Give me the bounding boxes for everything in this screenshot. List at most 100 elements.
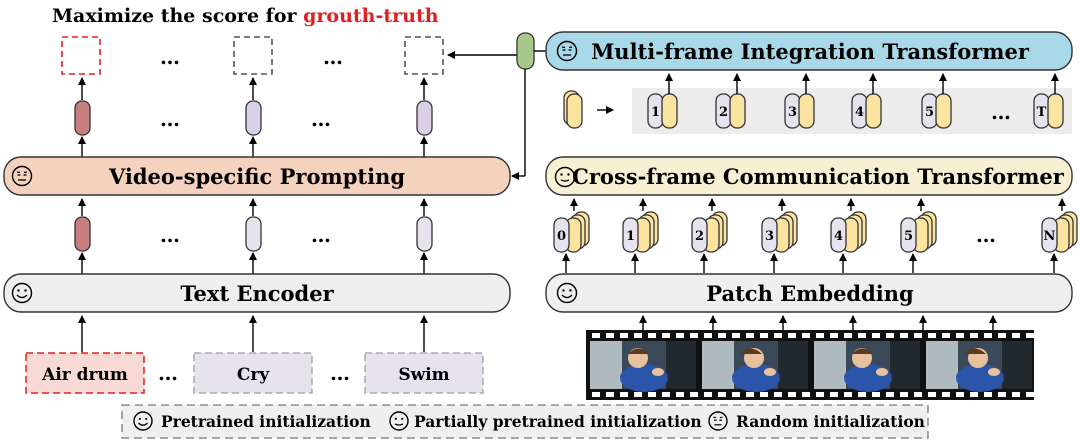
- half-smile-face-icon: [554, 166, 576, 188]
- patch-token-stack: 5: [900, 211, 937, 253]
- frame-token-label: T: [1037, 105, 1047, 120]
- video-frame: [702, 341, 808, 392]
- film-hole: [844, 333, 852, 338]
- film-hole: [746, 392, 754, 397]
- smile-face-icon: [556, 282, 578, 304]
- film-hole: [788, 333, 796, 338]
- smile-face-icon: [11, 282, 33, 304]
- ellipsis: …: [330, 361, 350, 385]
- film-hole: [760, 392, 768, 397]
- ellipsis: …: [323, 45, 343, 69]
- patch-token-label: N: [1044, 229, 1056, 244]
- film-hole: [592, 392, 600, 397]
- ellipsis: …: [311, 223, 331, 247]
- film-hole: [802, 333, 810, 338]
- film-hole: [662, 333, 670, 338]
- patch-token-label: 2: [695, 229, 704, 244]
- film-arrows: [639, 315, 997, 330]
- video-specific-prompting-block: Video-specific Prompting: [3, 156, 511, 196]
- film-hole: [984, 392, 992, 397]
- diagram-title: Maximize the score for grouth-truth: [52, 5, 439, 27]
- patch-index-token: [553, 217, 570, 253]
- film-hole: [634, 333, 642, 338]
- film-hole: [732, 333, 740, 338]
- video-frame: [926, 341, 1032, 392]
- multi-frame-integration-transformer-label: Multi-frame Integration Transformer: [591, 39, 1030, 64]
- frame-token: [798, 93, 815, 129]
- patch-token-stack: 2: [691, 211, 728, 253]
- film-hole: [816, 333, 824, 338]
- film-hole: [760, 333, 768, 338]
- film-hole: [676, 392, 684, 397]
- ellipsis: …: [976, 223, 996, 247]
- film-hole: [704, 392, 712, 397]
- frame-token-label: 5: [925, 105, 934, 120]
- film-hole: [662, 392, 670, 397]
- film-hole: [886, 392, 894, 397]
- ellipsis: …: [160, 45, 180, 69]
- film-hole: [886, 333, 894, 338]
- legend-random: Random initialization: [736, 412, 925, 431]
- label-box-cry: Cry: [193, 352, 313, 394]
- text-token-air-drum: [74, 216, 91, 252]
- ellipsis: …: [160, 223, 180, 247]
- film-hole: [1026, 333, 1034, 338]
- legend-partial: Partially pretrained initialization: [414, 412, 702, 431]
- film-hole: [914, 392, 922, 397]
- label-text: Swim: [398, 365, 449, 385]
- neutral-face-icon: [556, 40, 578, 62]
- patch-token-stack: 1: [622, 211, 659, 253]
- patch-embedding-label: Patch Embedding: [706, 281, 914, 306]
- label-box-swim: Swim: [364, 352, 484, 394]
- film-hole: [676, 333, 684, 338]
- patch-token-label: 1: [626, 229, 635, 244]
- text-token-swim: [416, 216, 433, 252]
- label-text: Air drum: [41, 365, 128, 385]
- video-film-strip: [586, 330, 1034, 400]
- film-hole: [690, 392, 698, 397]
- score-box-groundtruth: [61, 36, 101, 75]
- film-hole: [872, 392, 880, 397]
- film-hole: [788, 392, 796, 397]
- film-hole: [816, 392, 824, 397]
- film-hole: [592, 333, 600, 338]
- film-hole: [648, 392, 656, 397]
- ellipsis: …: [311, 107, 331, 131]
- frame-token-label: 1: [651, 105, 660, 120]
- smile-face-icon: [133, 411, 153, 431]
- frame-token-pair: 1: [647, 93, 678, 129]
- patch-token-label: 0: [557, 229, 566, 244]
- patch-token-label: 3: [765, 229, 774, 244]
- film-hole: [634, 392, 642, 397]
- film-hole: [648, 333, 656, 338]
- frame-token-pair: 5: [921, 93, 952, 129]
- frame-token-label: 4: [855, 105, 864, 120]
- film-hole: [774, 392, 782, 397]
- film-hole: [774, 333, 782, 338]
- film-hole: [928, 333, 936, 338]
- frame-token: [729, 93, 746, 129]
- patch-index-token: [830, 217, 847, 253]
- text-token-enhanced-air-drum: [74, 100, 91, 136]
- frame-token-pair: 2: [715, 93, 746, 129]
- ellipsis: …: [158, 361, 178, 385]
- film-hole: [746, 333, 754, 338]
- film-hole: [802, 392, 810, 397]
- patch-index-token: [900, 217, 917, 253]
- frame-token-pair: 4: [851, 93, 882, 129]
- frame-token: [661, 93, 678, 129]
- neutral-face-icon: [11, 165, 33, 187]
- film-hole: [830, 333, 838, 338]
- film-hole: [956, 392, 964, 397]
- film-hole: [732, 392, 740, 397]
- film-hole: [956, 333, 964, 338]
- film-hole: [858, 392, 866, 397]
- patch-token-stack: 3: [761, 211, 798, 253]
- film-hole: [718, 333, 726, 338]
- film-hole: [998, 392, 1006, 397]
- patch-embedding-block: Patch Embedding: [545, 273, 1073, 313]
- half-smile-face-icon: [389, 411, 409, 431]
- film-hole: [1012, 392, 1020, 397]
- score-box-cry: [233, 36, 273, 75]
